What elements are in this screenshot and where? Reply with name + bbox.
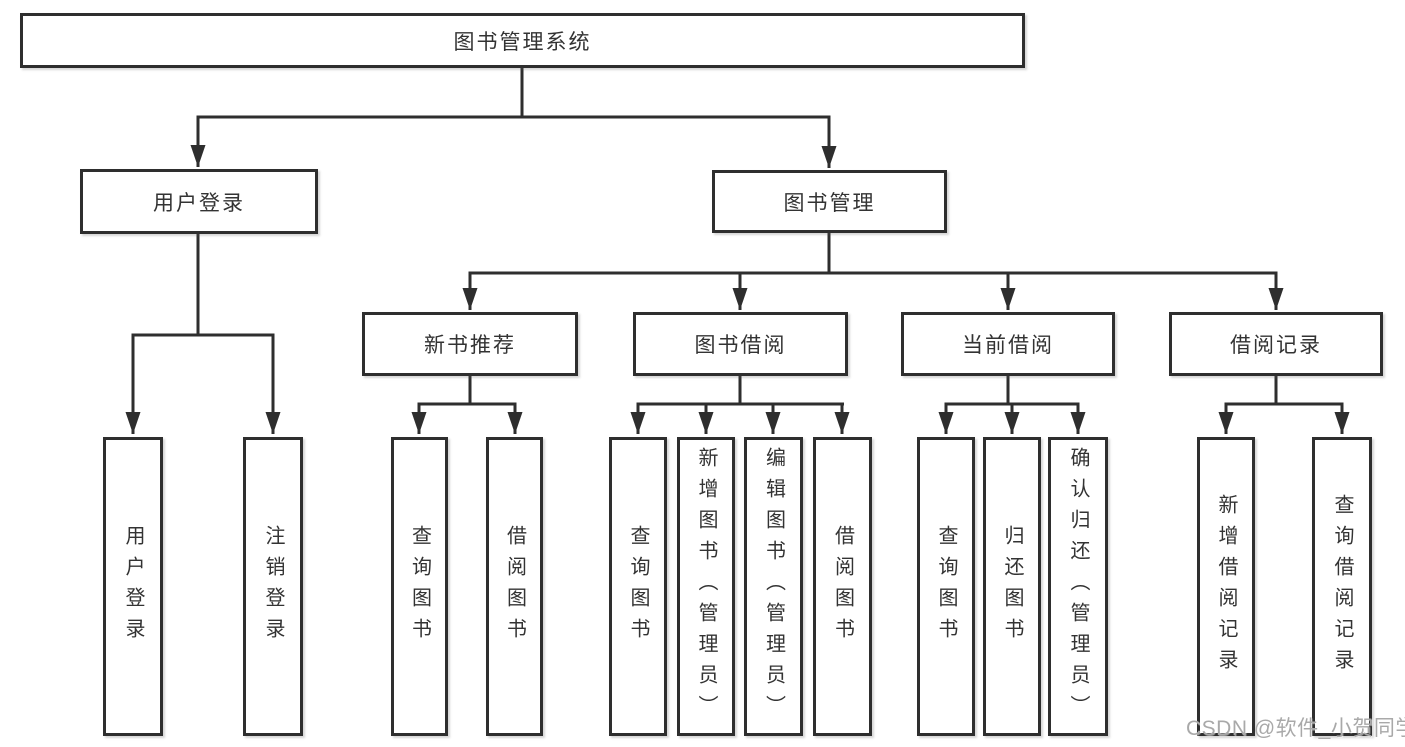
leaf-nb-query-books: 查询图书: [391, 437, 448, 736]
node-label: 当前借阅: [962, 334, 1054, 357]
branch-book-management: [462, 233, 1284, 310]
branch-new-book: [411, 376, 523, 434]
branch-book-borrow: [630, 376, 850, 434]
node-library-system: 图书管理系统: [20, 13, 1025, 68]
leaf-label: 新增图书（管理员）: [695, 447, 717, 726]
leaf-cb-query-books: 查询图书: [917, 437, 975, 736]
leaf-label: 查询图书: [935, 524, 957, 649]
node-borrow-records: 借阅记录: [1169, 312, 1383, 376]
leaf-br-add-record: 新增借阅记录: [1197, 437, 1255, 736]
leaf-label: 新增借阅记录: [1215, 493, 1237, 680]
leaf-bb-add-books-admin: 新增图书（管理员）: [677, 437, 735, 736]
leaf-label: 借阅图书: [503, 524, 526, 649]
leaf-label: 查询图书: [627, 524, 649, 649]
node-label: 新书推荐: [424, 334, 516, 357]
node-label: 用户登录: [153, 191, 245, 215]
leaf-label: 归还图书: [1001, 524, 1023, 649]
leaf-nb-borrow-books: 借阅图书: [486, 437, 543, 736]
leaf-label: 确认归还（管理员）: [1067, 447, 1089, 726]
leaf-label: 编辑图书（管理员）: [762, 447, 785, 726]
branch-borrow-records: [1218, 376, 1350, 434]
node-label: 图书借阅: [694, 334, 787, 357]
leaf-br-query-record: 查询借阅记录: [1312, 437, 1372, 736]
leaf-bb-borrow-books: 借阅图书: [813, 437, 872, 736]
leaf-label: 查询图书: [408, 524, 431, 649]
leaf-bb-edit-books-admin: 编辑图书（管理员）: [744, 437, 803, 736]
leaf-label: 查询借阅记录: [1331, 493, 1353, 680]
node-label: 图书管理系统: [453, 30, 592, 54]
node-current-borrow: 当前借阅: [901, 312, 1115, 376]
leaf-user-login: 用户登录: [103, 437, 163, 736]
leaf-bb-query-books: 查询图书: [609, 437, 667, 736]
leaf-user-logout: 注销登录: [243, 437, 303, 736]
branch-root: [190, 68, 837, 168]
node-user-login: 用户登录: [80, 169, 318, 234]
leaf-label: 借阅图书: [831, 524, 854, 649]
node-label: 图书管理: [783, 191, 876, 215]
leaf-label: 注销登录: [262, 524, 284, 649]
leaf-cb-return-books: 归还图书: [983, 437, 1041, 736]
node-new-book-recommend: 新书推荐: [362, 312, 578, 376]
node-book-borrow: 图书借阅: [633, 312, 848, 376]
csdn-watermark: CSDN @软件_小贺同学: [1186, 717, 1405, 740]
branch-current-borrow: [938, 376, 1086, 434]
leaf-label: 用户登录: [122, 524, 144, 649]
node-label: 借阅记录: [1230, 334, 1322, 357]
branch-user-login: [125, 234, 281, 434]
node-book-management: 图书管理: [712, 170, 947, 233]
leaf-cb-confirm-return-admin: 确认归还（管理员）: [1048, 437, 1108, 736]
